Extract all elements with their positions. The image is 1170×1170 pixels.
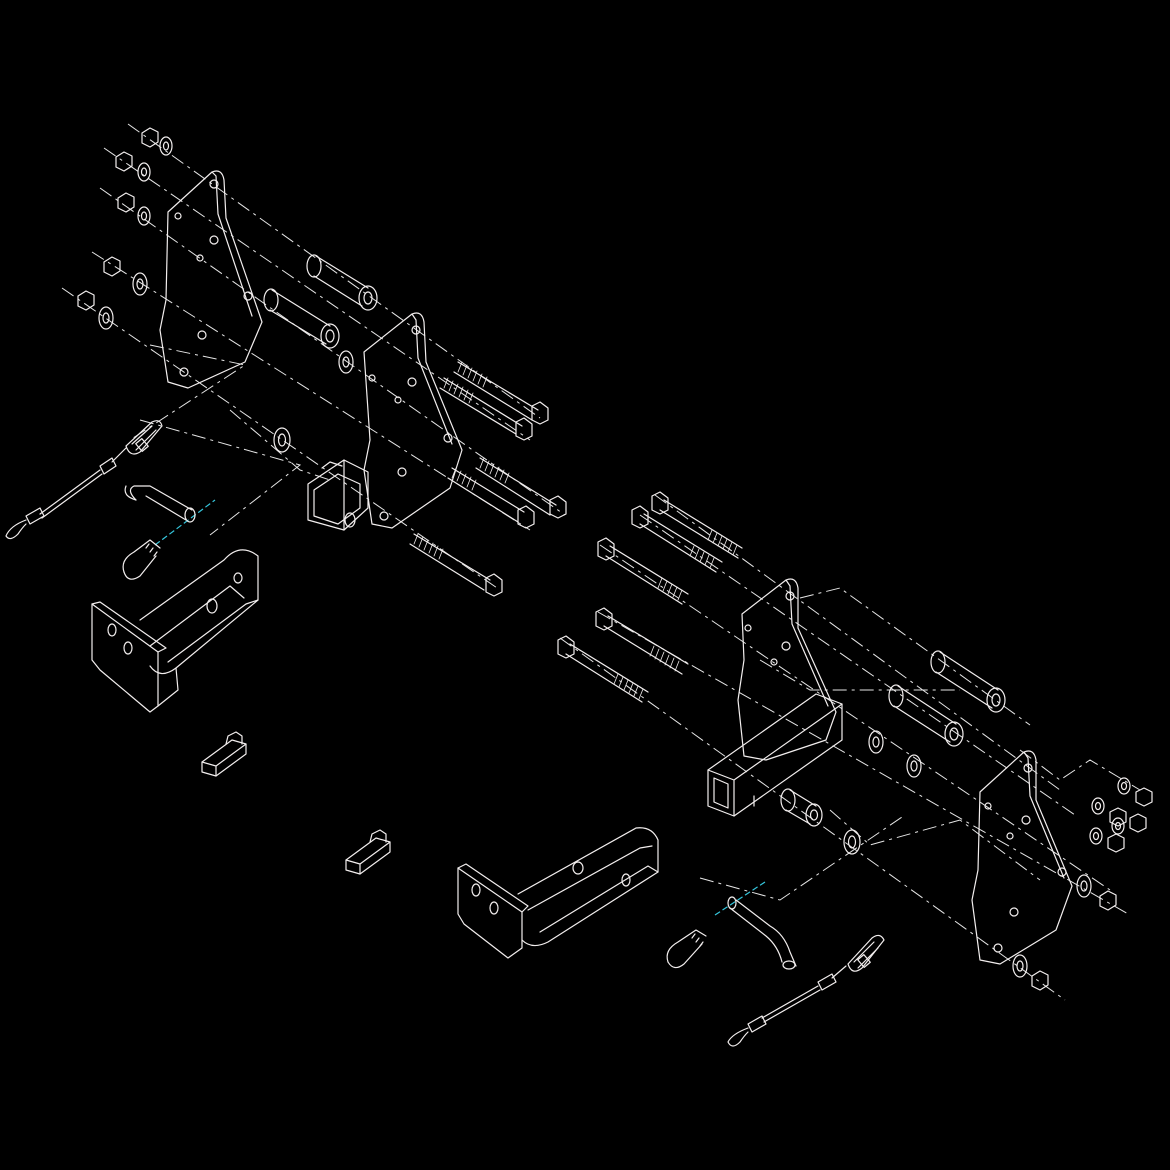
right-safety-cable <box>727 934 885 1047</box>
small-block-lower <box>345 829 391 875</box>
left-safety-cable <box>5 420 163 540</box>
right-receiver-tube <box>707 693 843 817</box>
diagram-parts <box>5 127 1153 1047</box>
left-hair-pin-clip <box>122 539 161 580</box>
pin-axes <box>154 499 766 916</box>
right-inner-bracket <box>737 578 837 761</box>
left-spacer-tubes <box>263 254 378 453</box>
right-hitch-pin <box>727 896 797 970</box>
right-outer-bracket <box>971 750 1073 965</box>
left-hitch-pin <box>124 485 196 523</box>
left-drawbar <box>91 549 259 713</box>
right-bolt-threads <box>613 529 738 700</box>
right-drawbar <box>457 827 659 959</box>
right-bolts <box>557 491 743 703</box>
small-block-upper <box>201 731 247 777</box>
left-outer-bracket <box>159 170 263 389</box>
left-bolt-threads <box>413 361 510 560</box>
right-hair-pin-clip <box>666 929 707 969</box>
right-spacer-tubes <box>780 650 1006 855</box>
right-nut-stack <box>1012 777 1153 991</box>
left-inner-bracket <box>307 312 463 531</box>
left-nut-stack <box>77 127 173 330</box>
